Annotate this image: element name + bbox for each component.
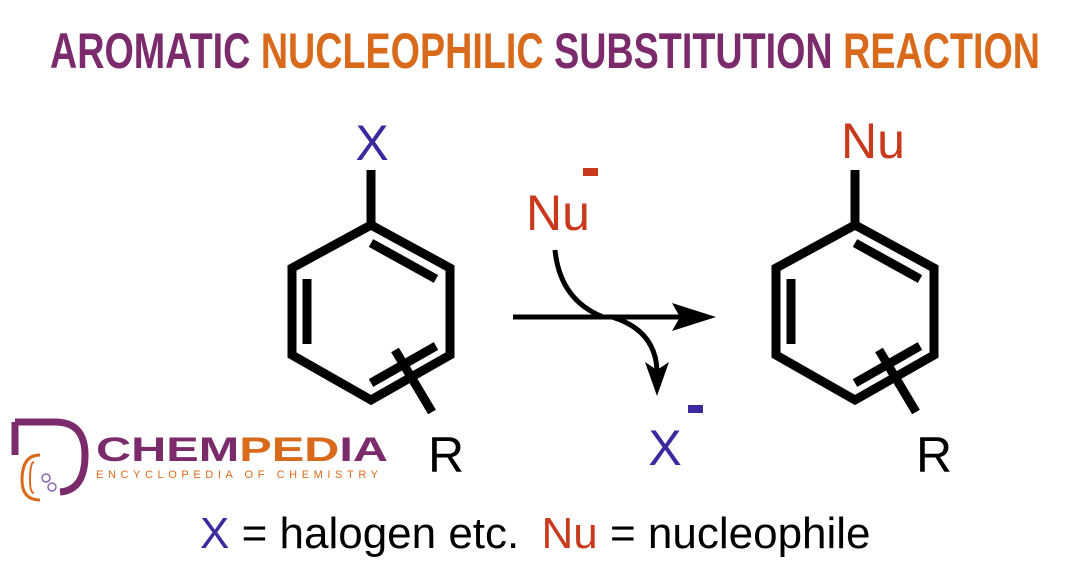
logo-tagline: ENCYCLOPEDIA OF CHEMISTRY (96, 469, 379, 481)
legend-nu-symbol: Nu (542, 509, 598, 558)
reactant-r-label: R (428, 427, 464, 483)
title-part-reaction: REACTION (843, 23, 1040, 79)
leaving-curved-arrow (611, 314, 660, 371)
title-part-nucleophilic: NUCLEOPHILIC (261, 23, 544, 79)
product-r-label: R (916, 427, 952, 483)
product-nu-label: Nu (841, 113, 905, 169)
title: AROMATIC NUCLEOPHILIC SUBSTITUTION REACT… (50, 23, 1040, 79)
leaving-arrowhead (645, 362, 669, 396)
legend-x-symbol: X (200, 509, 229, 558)
legend-nu-text: = nucleophile (610, 509, 871, 558)
reactant-benzene-ring (287, 170, 455, 415)
title-part-aromatic: AROMATIC (50, 23, 250, 79)
nucleophile-charge (583, 168, 598, 176)
product-benzene-ring (771, 170, 939, 415)
leaving-group-label: X (648, 420, 681, 476)
nucleophile-label: Nu (526, 185, 590, 241)
leaving-group-charge (688, 405, 703, 413)
legend-x-text: = halogen etc. (242, 509, 520, 558)
product-r-bond (875, 347, 920, 415)
incoming-curved-arrow (552, 249, 604, 320)
reactant-x-label: X (355, 115, 388, 171)
title-part-substitution: SUBSTITUTION (554, 23, 833, 79)
reactant-r-bond (391, 347, 436, 415)
legend: X = halogen etc. Nu = nucleophile (200, 509, 871, 558)
